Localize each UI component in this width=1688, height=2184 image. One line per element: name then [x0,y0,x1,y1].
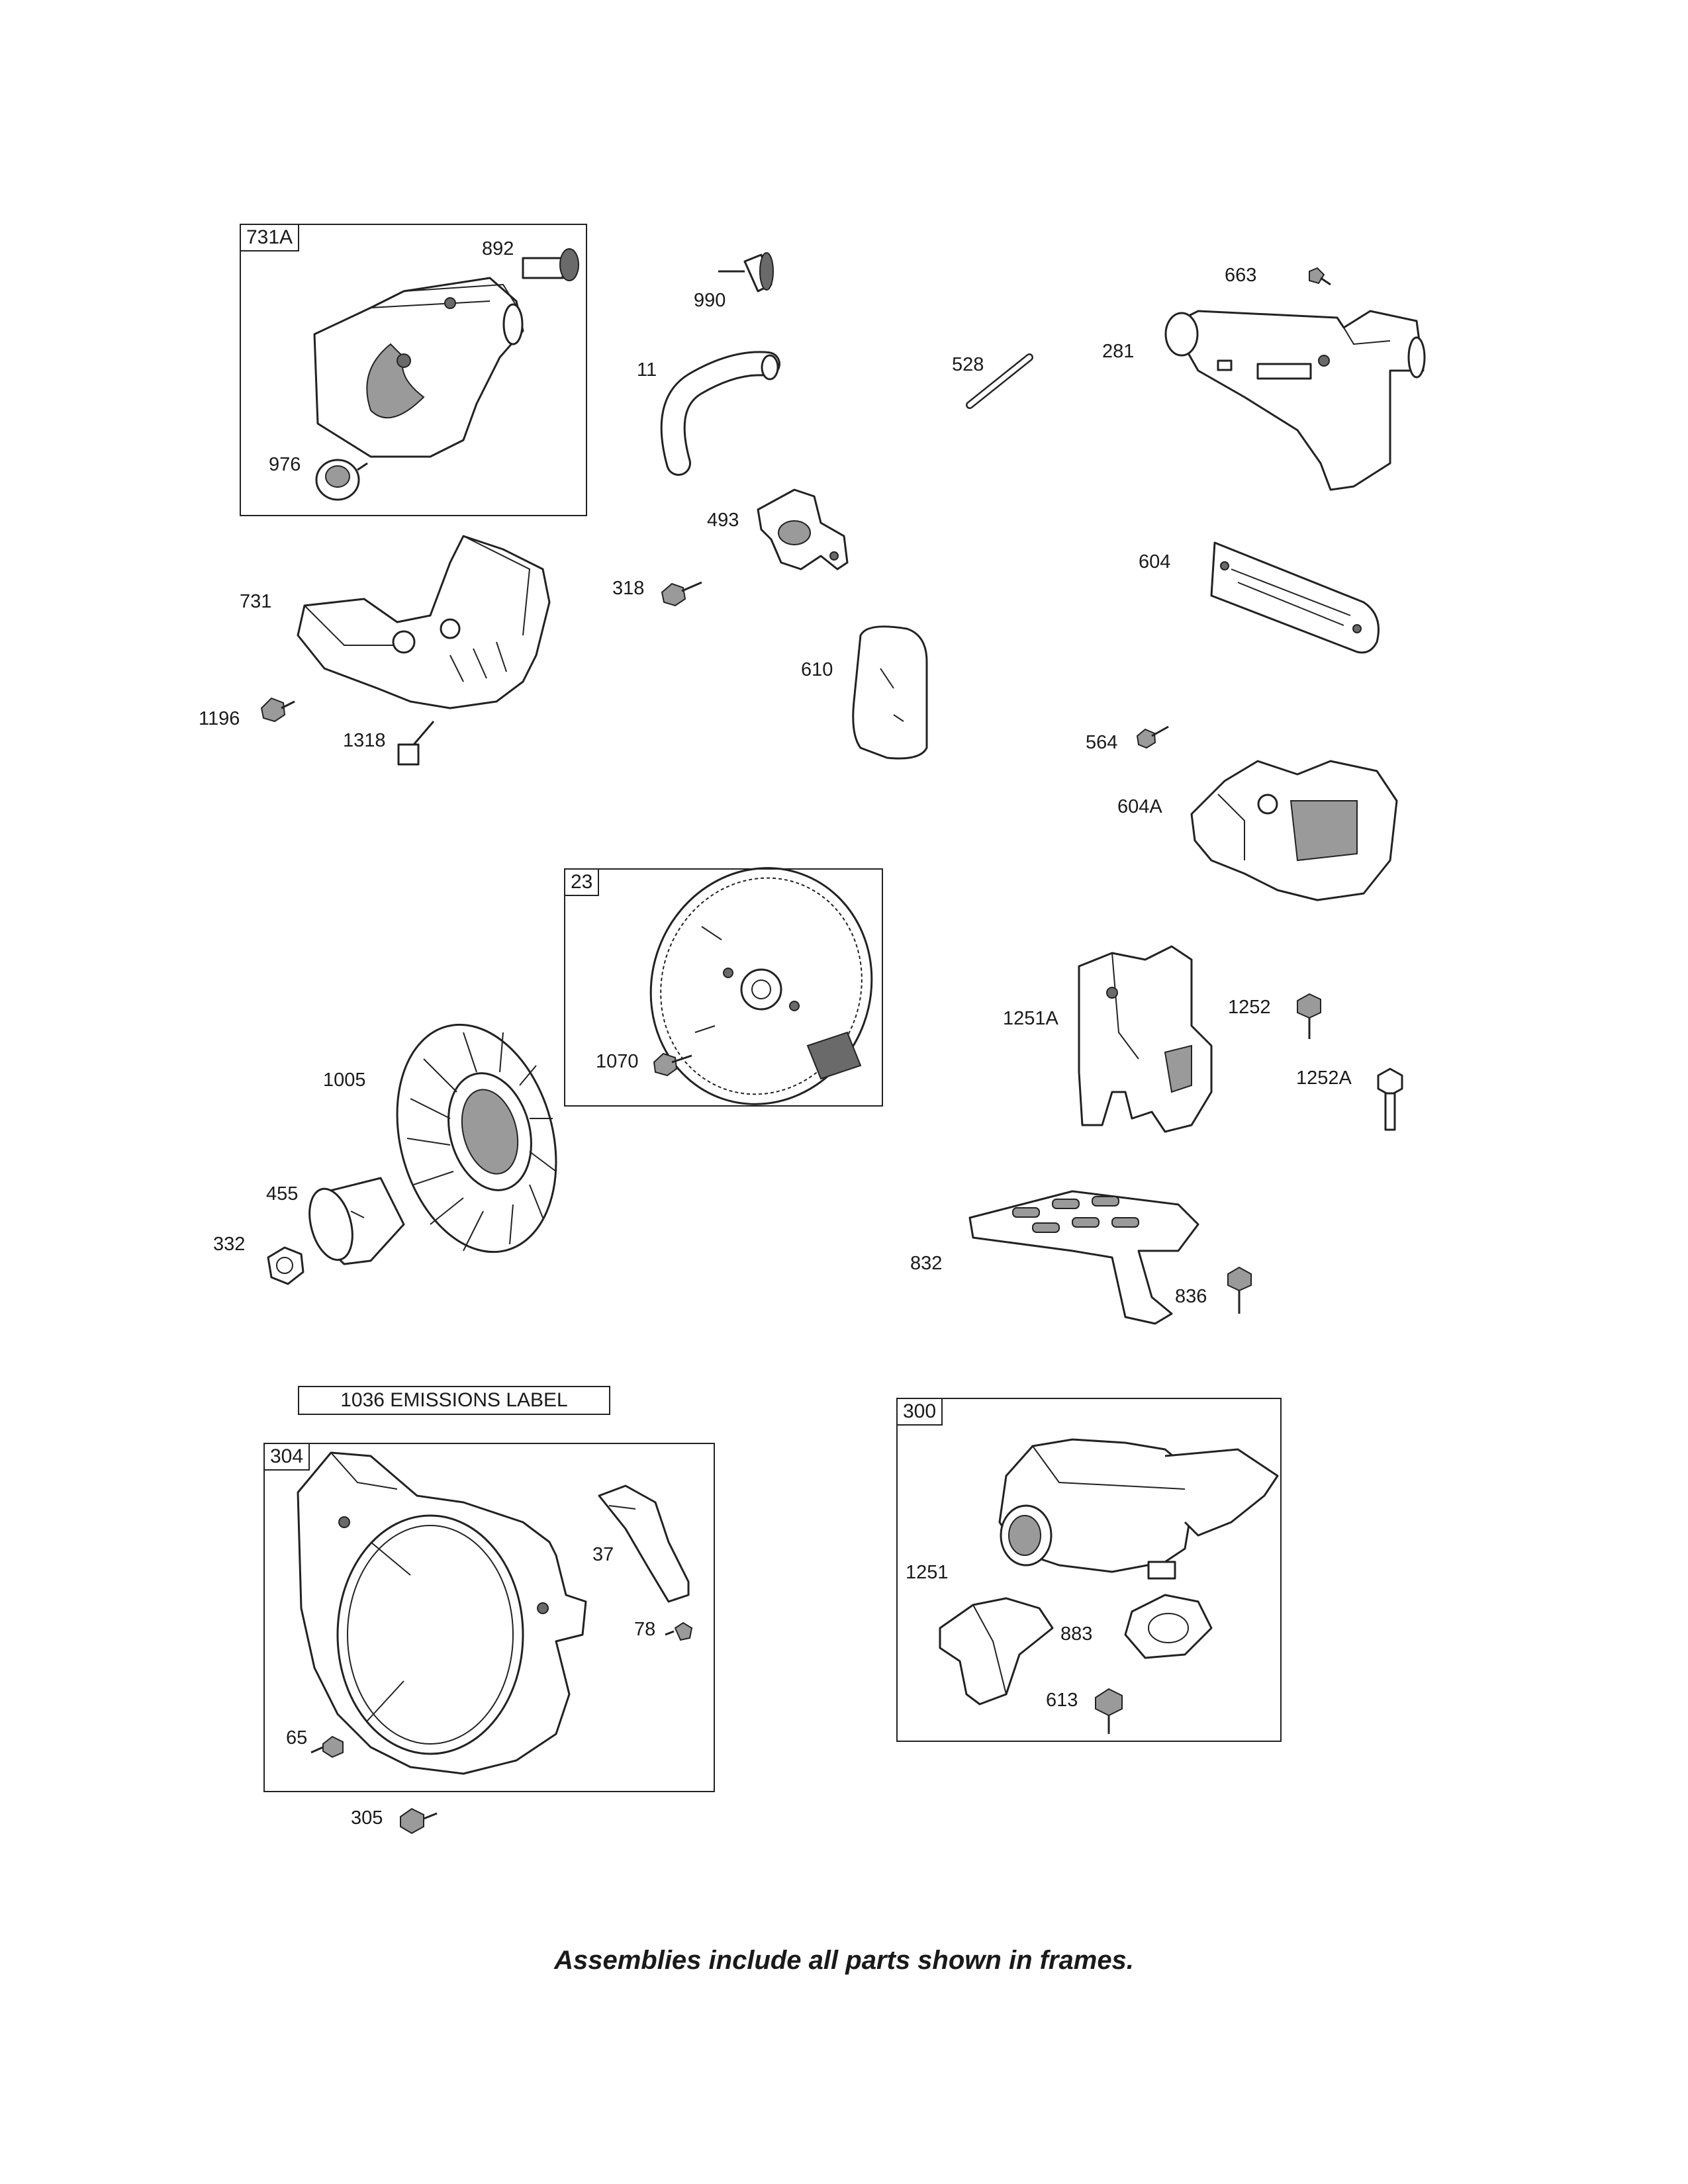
part-990-shutoff-valve [718,252,774,293]
label-836: 836 [1175,1286,1207,1307]
part-493-bracket [757,488,849,570]
label-281: 281 [1102,341,1135,362]
part-78-screw [665,1621,693,1641]
frame-tag-300: 300 [896,1398,943,1426]
label-1005: 1005 [323,1069,366,1091]
part-836-screw [1227,1266,1252,1314]
part-1251-bracket [939,1597,1054,1706]
part-731-cover [297,535,551,709]
part-1070-nut [653,1052,692,1077]
part-1196-screw [260,697,295,723]
part-305-screw [400,1807,438,1835]
label-1251A: 1251A [1003,1008,1058,1029]
part-332-nut [267,1246,305,1285]
label-731: 731 [240,591,272,612]
label-832: 832 [910,1253,943,1274]
part-455-starter-cup [308,1177,405,1265]
label-1196: 1196 [199,708,240,729]
part-1251A-bracket [1078,945,1213,1133]
label-37: 37 [592,1544,614,1565]
part-892-key-switch [522,248,579,281]
label-990: 990 [694,290,726,311]
frame-731A [240,224,587,516]
label-604A: 604A [1117,796,1162,817]
part-281-control-bracket [1164,310,1426,491]
label-663: 663 [1225,265,1257,286]
label-455: 455 [266,1183,299,1205]
label-318: 318 [612,578,645,599]
part-604A-head-shroud [1190,760,1398,901]
frame-tag-731A: 731A [240,224,300,251]
label-1251: 1251 [906,1562,949,1583]
part-663-screw [1309,267,1331,286]
frame-tag-23: 23 [564,868,600,896]
label-1252: 1252 [1228,997,1271,1018]
part-883-gasket [1124,1594,1213,1659]
label-564: 564 [1086,732,1118,753]
frame-tag-304: 304 [263,1443,310,1471]
label-1070: 1070 [596,1051,639,1072]
part-1252A-bolt [1377,1068,1403,1131]
part-564-screw [1136,725,1169,749]
part-610-shield [852,625,928,760]
part-976-choke-knob [315,459,368,501]
part-613-screw [1095,1688,1123,1734]
frame-300 [896,1398,1282,1742]
part-318-screw [661,581,702,607]
label-1318: 1318 [343,730,386,751]
part-37-guard [598,1484,690,1603]
emissions-label-box: 1036 EMISSIONS LABEL [298,1386,610,1415]
frame-304 [263,1443,715,1792]
frame-23 [564,868,883,1107]
label-11: 11 [637,359,657,381]
part-11-fuel-hose [660,351,780,476]
label-493: 493 [707,510,739,531]
part-23-flywheel [649,867,873,1105]
label-976: 976 [269,454,301,475]
label-305: 305 [351,1807,383,1829]
part-1005-fan [396,1023,557,1253]
label-78: 78 [634,1619,656,1640]
part-300-muffler [998,1438,1279,1580]
part-65-screw [310,1735,344,1758]
label-613: 613 [1046,1690,1078,1711]
label-528: 528 [952,354,984,375]
label-65: 65 [286,1727,308,1749]
label-610: 610 [801,659,833,680]
part-304-blower-housing [297,1451,587,1775]
part-731A-shroud [313,277,524,458]
label-892: 892 [482,238,514,259]
footnote: Assemblies include all parts shown in fr… [554,1946,1134,1975]
part-832-heat-shield [968,1190,1199,1325]
part-1318-stud [397,721,435,766]
label-332: 332 [213,1234,246,1255]
part-604-baffle [1210,541,1380,654]
part-528-fuel-line [966,353,1033,409]
part-1252-screw [1297,993,1321,1039]
label-1252A: 1252A [1296,1068,1352,1089]
label-883: 883 [1060,1623,1093,1645]
label-604: 604 [1139,551,1171,572]
